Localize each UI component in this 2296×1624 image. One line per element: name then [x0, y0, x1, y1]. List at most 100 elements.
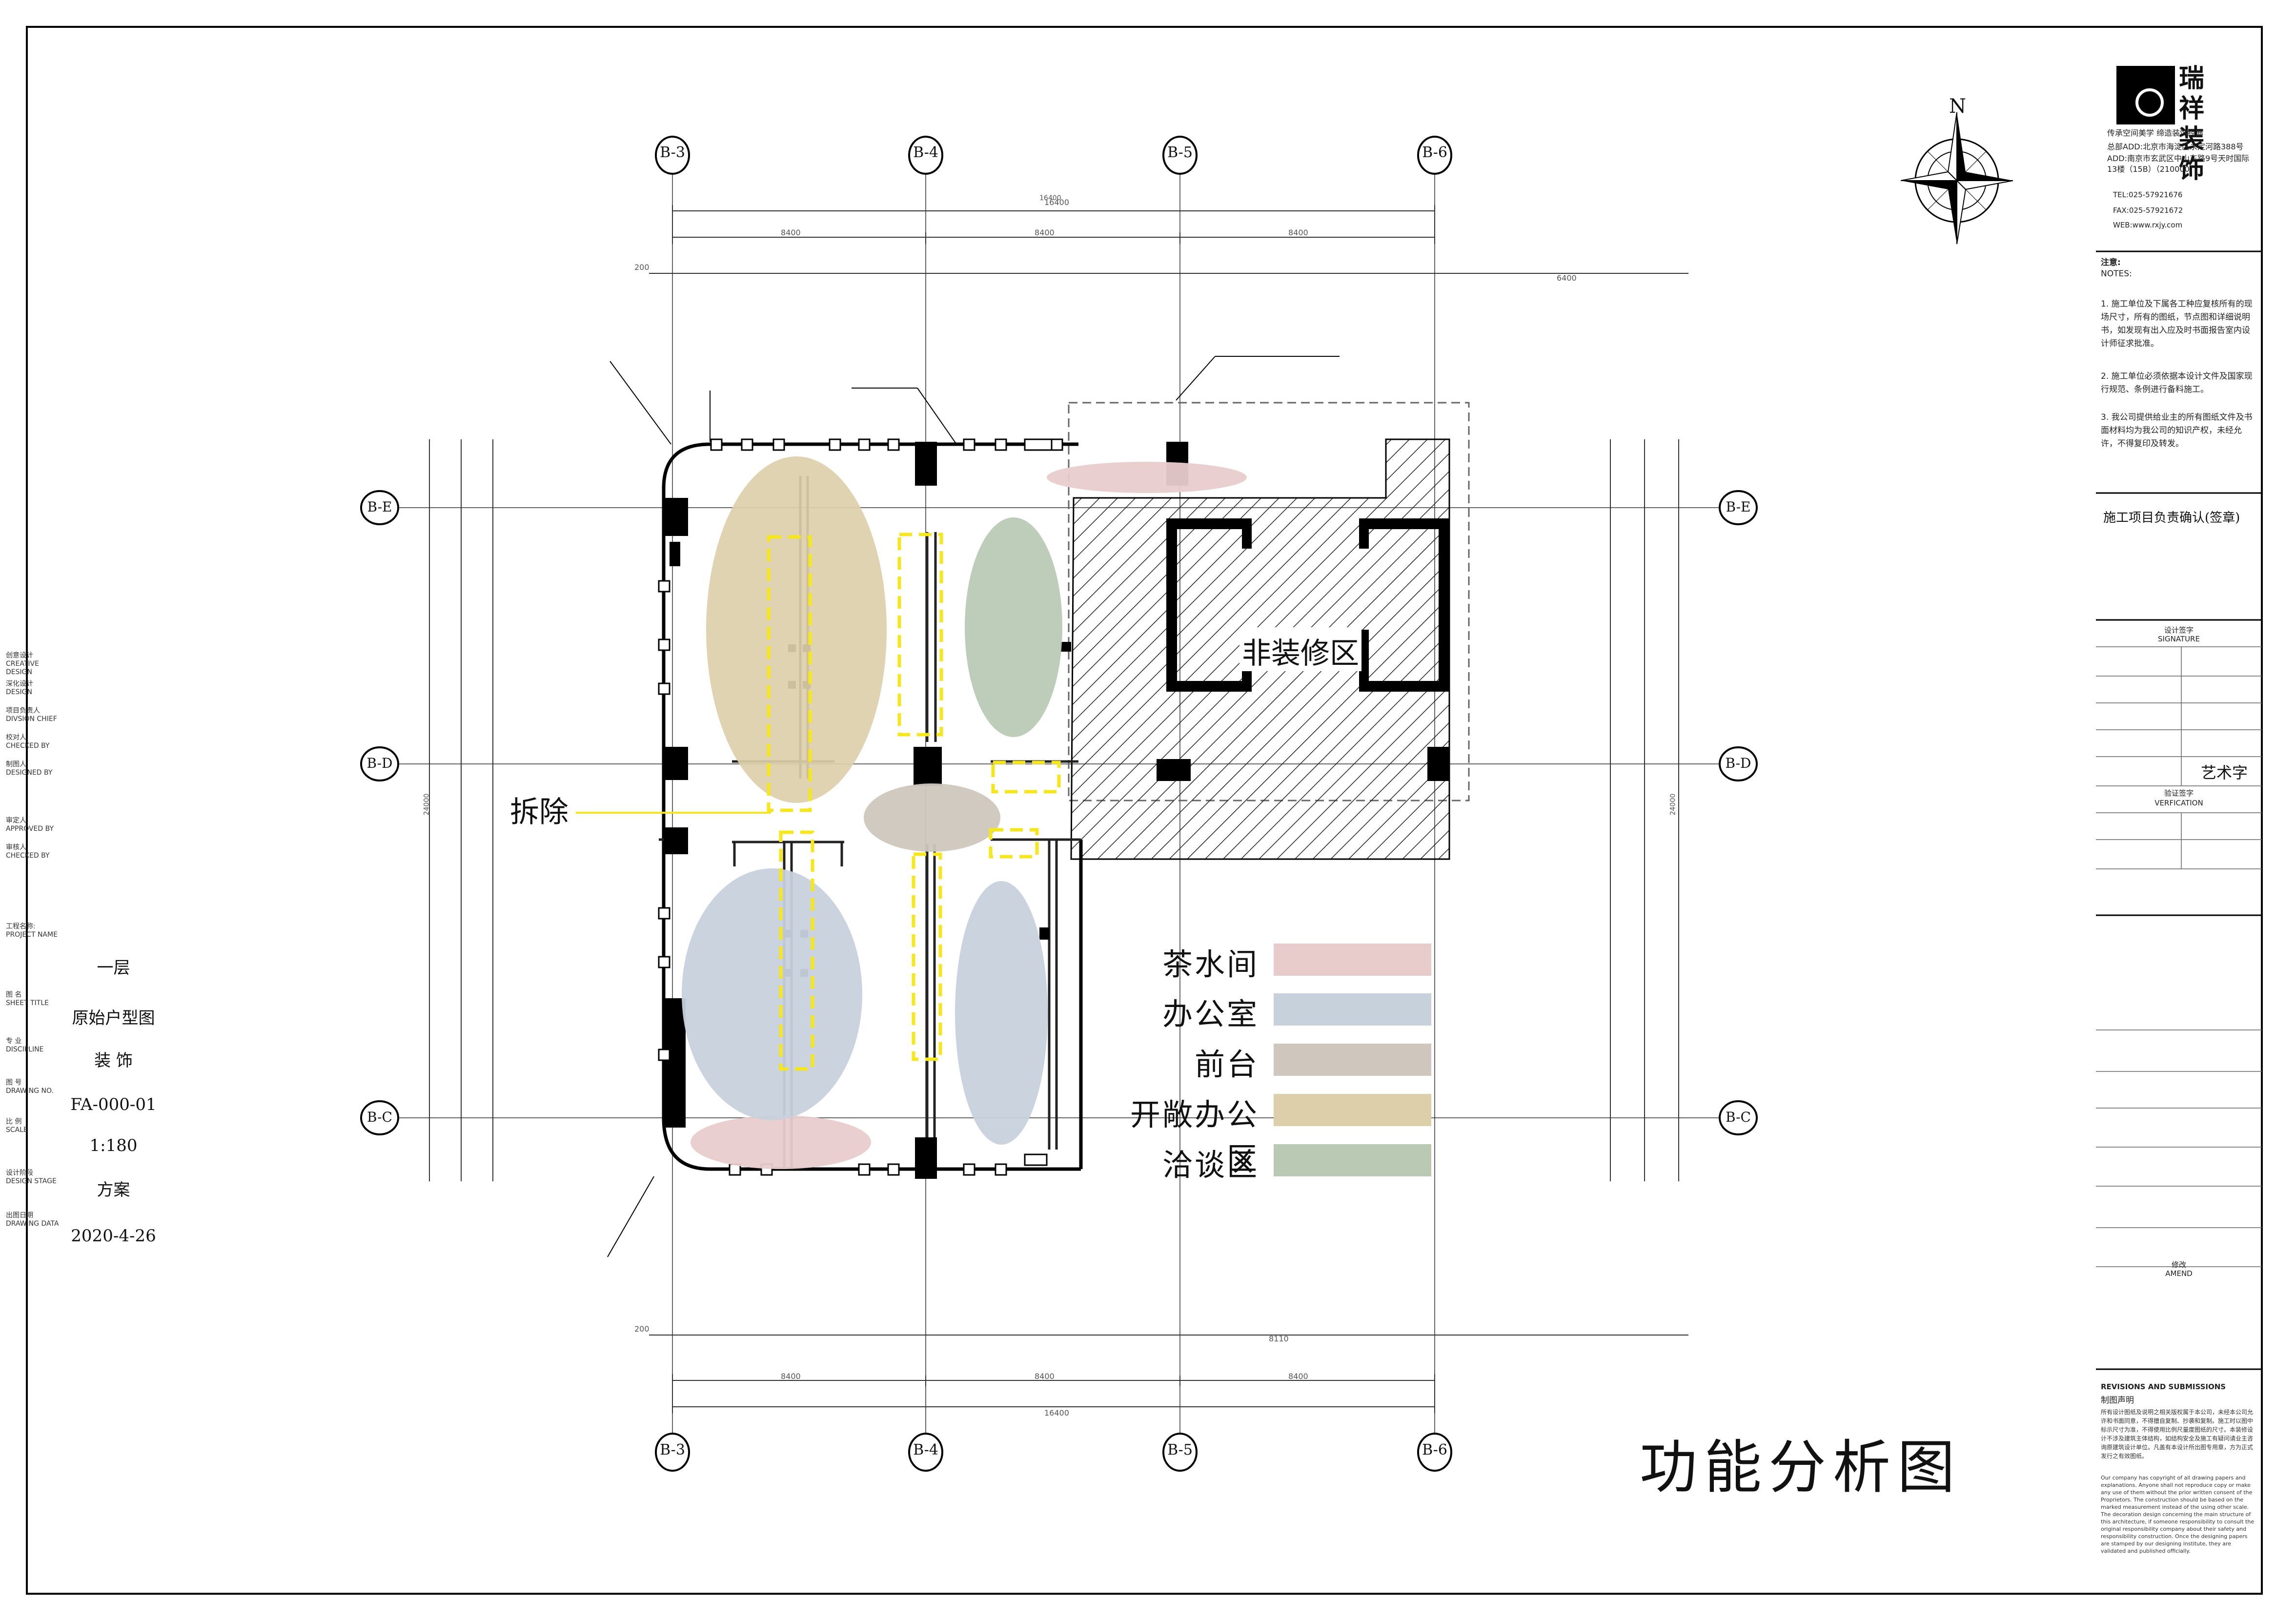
note-3: 3. 我公司提供给业主的所有图纸文件及书面材料均为我公司的知识产权，未经允许，不… — [2101, 412, 2253, 449]
amend-label: 修改 — [2171, 1260, 2186, 1269]
revisions-title: REVISIONS AND SUBMISSIONS — [2101, 1382, 2226, 1391]
legend-label-reception: 前台 — [1194, 1047, 1259, 1082]
company-fax: FAX:025-57921672 — [2113, 206, 2183, 215]
north-compass — [1900, 112, 2013, 245]
non-renovation-outline — [1068, 402, 1470, 802]
legend-swatch-meeting — [1274, 1144, 1431, 1176]
company-name: 瑞祥装饰 — [2179, 63, 2205, 184]
statement-cn: 所有设计图纸及说明之相关版权属于本公司，未经本公司允许和书面同意，不得擅自复制、… — [2101, 1409, 2254, 1460]
grid-label-top: B-5 — [1167, 144, 1193, 161]
legend-label-office: 办公室 — [1162, 996, 1259, 1032]
function-zones — [682, 456, 1247, 1169]
zone-open-office — [706, 456, 887, 803]
verification-header-en: VERFICATION — [2154, 799, 2203, 807]
notes-title-en: NOTES: — [2101, 269, 2132, 279]
svg-text:8110: 8110 — [1269, 1334, 1289, 1343]
dim-side-right: 24000 — [1669, 793, 1677, 816]
north-label: N — [1949, 95, 1966, 118]
svg-text:8400: 8400 — [1035, 228, 1055, 237]
note-2: 2. 施工单位必须依据本设计文件及国家现行规范、条例进行备料施工。 — [2101, 371, 2253, 394]
drawing-date: 2020-4-26 — [71, 1226, 156, 1246]
legend-label-tea-room: 茶水间 — [1162, 946, 1259, 982]
non-renovation-label-bg — [1239, 627, 1361, 671]
designer-signature: 艺术字 — [2201, 763, 2248, 782]
grid-label-top: B-4 — [913, 144, 938, 161]
demolish-label: 拆除 — [510, 795, 569, 829]
legend-swatch-reception — [1274, 1044, 1431, 1076]
demolish-outlines — [767, 533, 1061, 1071]
company-tel: TEL:025-57921676 — [2113, 190, 2183, 199]
window-markers — [658, 438, 1063, 1176]
notes-title: 注意: — [2101, 258, 2121, 267]
confirm-label: 施工项目负责确认(签章) — [2103, 511, 2240, 525]
logo-swirl-icon — [2135, 88, 2164, 117]
zone-office — [682, 868, 862, 1120]
grid-label-bottom: B-5 — [1167, 1441, 1193, 1459]
grid-label-bottom: B-6 — [1422, 1441, 1447, 1459]
grid-label-left: B-D — [366, 755, 393, 771]
dim-side-left: 24000 — [423, 793, 431, 816]
svg-text:8400: 8400 — [781, 1372, 801, 1381]
dimension-lines-top — [649, 205, 1688, 274]
svg-text:8400: 8400 — [1288, 1372, 1308, 1381]
leader-lines — [607, 356, 1340, 1257]
svg-text:200: 200 — [634, 1324, 650, 1334]
title-block-lines — [2096, 250, 2262, 1370]
scale: 1:180 — [89, 1136, 138, 1155]
legend-label-meeting: 洽谈区 — [1162, 1147, 1259, 1183]
grid-label-top: B-6 — [1422, 144, 1447, 161]
dim-total-top: 16400 — [1039, 194, 1061, 202]
title-block-row-lines — [2096, 646, 2262, 1267]
company-slogan: 传承空间美学 缔造装饰经典 — [2107, 128, 2204, 138]
svg-text:16400: 16400 — [1044, 198, 1069, 207]
grid-label-bottom: B-4 — [913, 1441, 938, 1459]
company-address-branch: ADD:南京市玄武区中山东路9号天时国际13楼（15B）（210000） — [2107, 154, 2250, 174]
project-name: 一层 — [97, 958, 130, 978]
project-name-label: 工程名称:PROJECT NAME — [6, 923, 58, 939]
svg-text:8400: 8400 — [781, 228, 801, 237]
legend-label-open-office: 开敞办公区 — [1130, 1097, 1259, 1176]
legend-swatch-tea-room — [1274, 944, 1431, 976]
sheet-border — [26, 26, 2263, 1595]
zone-meeting — [965, 517, 1062, 737]
svg-text:8400: 8400 — [1288, 228, 1308, 237]
non-renovation-label: 非装修区 — [1242, 637, 1359, 671]
grid-bubbles — [360, 136, 1758, 1472]
grid-label-top: B-3 — [660, 144, 685, 161]
dimension-texts: 16400 8400 8400 8400 200 6400 16400 8400 840… — [634, 198, 1577, 1418]
zone-reception — [864, 783, 1000, 852]
svg-text:6400: 6400 — [1557, 273, 1577, 283]
zone-tea-room — [691, 1115, 871, 1169]
amend-label-en: AMEND — [2165, 1269, 2193, 1278]
legend-swatch-office — [1274, 993, 1431, 1026]
note-1: 1. 施工单位及下属各工种应复核所有的现场尺寸，所有的图纸，节点图和详细说明书，… — [2101, 299, 2253, 349]
dimension-lines-sides — [429, 439, 1679, 1181]
grid-axes — [393, 168, 1723, 1440]
signature-header-en: SIGNATURE — [2158, 635, 2200, 643]
drawing-title: 功能分析图 — [1640, 1434, 1962, 1501]
company-web: WEB:www.rxjy.com — [2113, 221, 2183, 229]
grid-label-right: B-D — [1725, 755, 1751, 771]
statement-en: Our company has copyright of all drawing… — [2101, 1475, 2255, 1554]
drawing-no: FA-000-01 — [70, 1095, 157, 1114]
legend-swatch-open-office — [1274, 1094, 1431, 1126]
grid-label-left: B-C — [367, 1109, 392, 1125]
svg-text:16400: 16400 — [1044, 1408, 1069, 1418]
zone-tea-room — [1047, 462, 1247, 493]
company-address-hq: 总部ADD:北京市海淀区永定河路388号 — [2107, 142, 2244, 151]
design-stage: 方案 — [97, 1180, 130, 1200]
